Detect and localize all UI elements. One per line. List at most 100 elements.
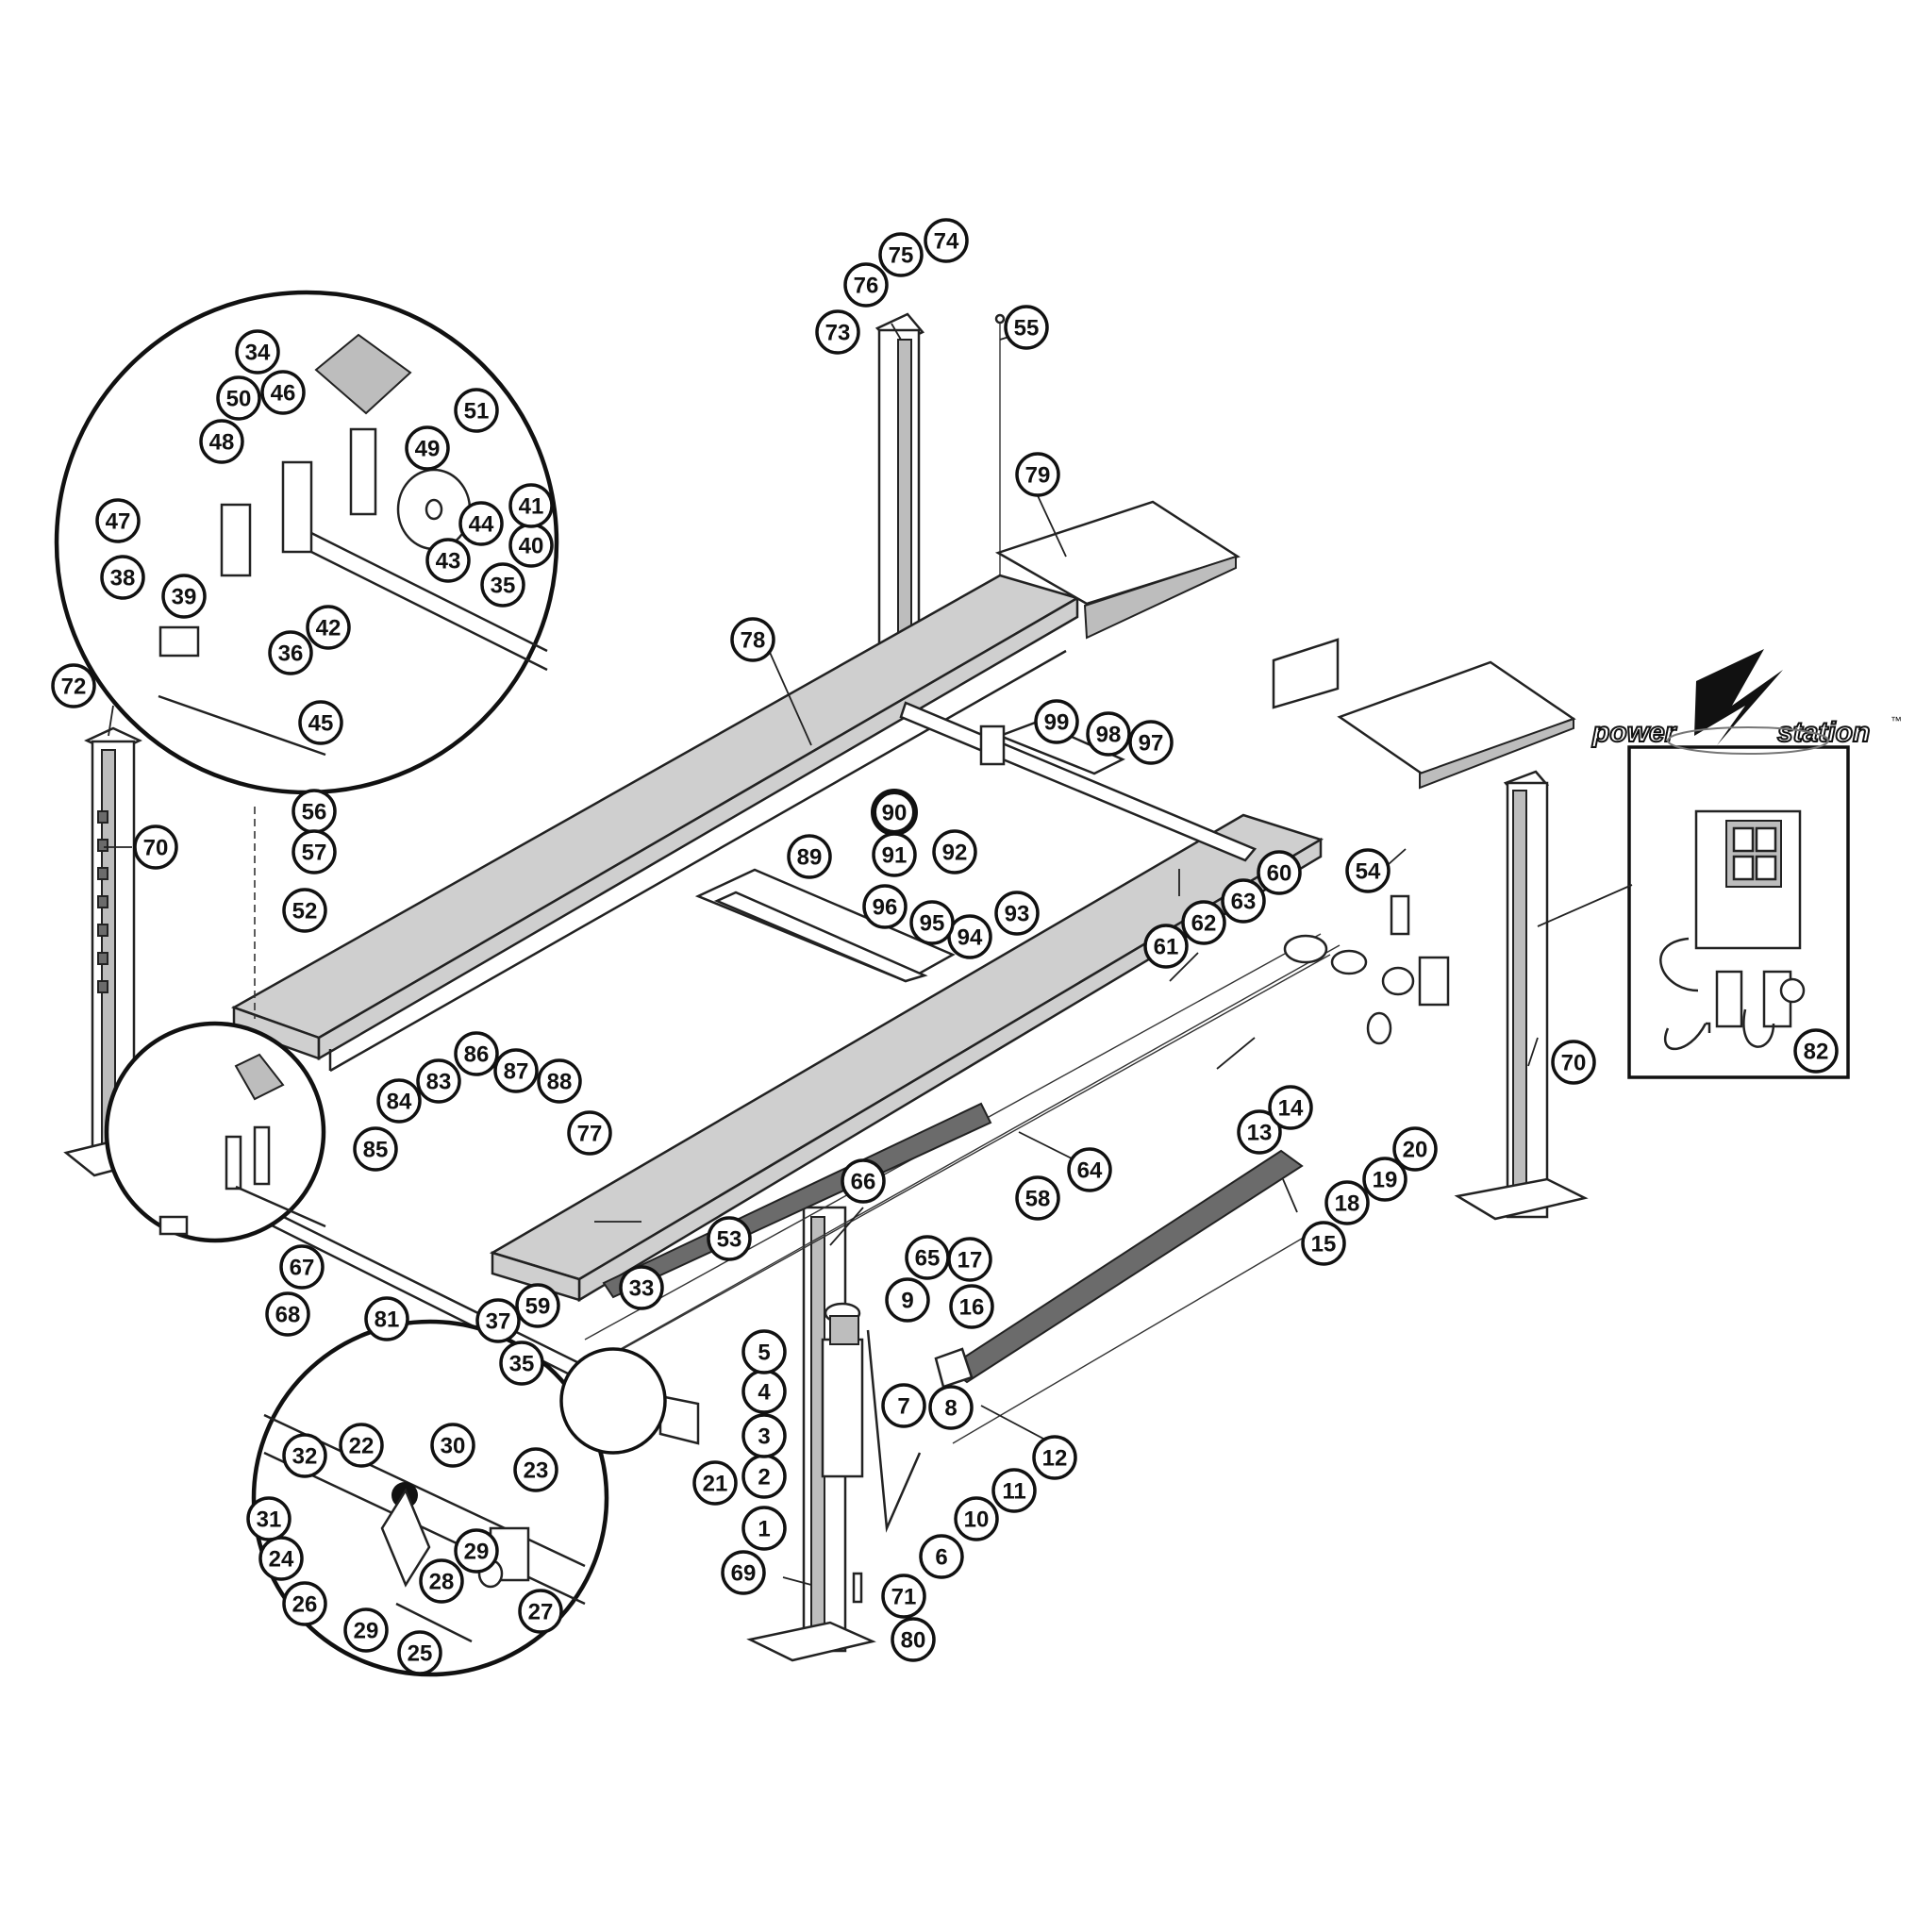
callout-2: 2: [741, 1454, 787, 1499]
detail-circle-bottom: [251, 1319, 667, 1677]
callout-4: 4: [741, 1369, 787, 1414]
rear-right-post: [874, 312, 1006, 653]
callout-39: 39: [161, 574, 207, 619]
callout-label-44: 44: [469, 512, 494, 538]
callout-49: 49: [405, 425, 450, 471]
callout-78: 78: [730, 617, 775, 662]
callout-label-14: 14: [1278, 1096, 1304, 1122]
callout-label-38: 38: [110, 566, 136, 591]
lift-structure: [63, 312, 1589, 1662]
callout-96: 96: [862, 884, 908, 929]
callout-label-55: 55: [1014, 316, 1040, 341]
callout-93: 93: [994, 891, 1040, 936]
callout-label-47: 47: [106, 509, 131, 535]
callout-label-28: 28: [429, 1570, 455, 1595]
callout-22: 22: [339, 1423, 384, 1468]
callout-label-48: 48: [209, 430, 235, 456]
callout-label-78: 78: [741, 628, 766, 654]
callout-28: 28: [419, 1558, 464, 1604]
callout-3: 3: [741, 1413, 787, 1458]
callout-label-91: 91: [882, 843, 908, 869]
callout-43: 43: [425, 538, 471, 583]
callout-89: 89: [787, 834, 832, 879]
callout-label-46: 46: [271, 381, 296, 407]
callout-label-63: 63: [1231, 890, 1257, 915]
callout-29: 29: [343, 1607, 389, 1653]
right-runway: [489, 813, 1324, 1303]
callout-18: 18: [1324, 1180, 1370, 1225]
callout-59: 59: [515, 1283, 560, 1328]
callout-label-33: 33: [629, 1276, 655, 1302]
callout-48: 48: [199, 419, 244, 464]
callout-label-54: 54: [1356, 859, 1381, 885]
callout-label-45: 45: [308, 711, 334, 737]
callout-label-66: 66: [851, 1170, 876, 1195]
callout-label-82: 82: [1804, 1040, 1829, 1065]
callout-label-53: 53: [717, 1227, 742, 1253]
callout-label-93: 93: [1005, 902, 1030, 927]
callout-6: 6: [919, 1534, 964, 1579]
callout-label-7: 7: [897, 1394, 909, 1420]
brand-logo-power: power: [1591, 717, 1678, 748]
callout-60: 60: [1257, 850, 1302, 895]
callout-19: 19: [1362, 1157, 1407, 1202]
callout-label-30: 30: [441, 1434, 466, 1459]
callout-label-95: 95: [920, 911, 945, 937]
callout-91: 91: [872, 832, 917, 877]
callout-label-87: 87: [504, 1059, 529, 1085]
callout-label-52: 52: [292, 899, 318, 924]
callout-label-32: 32: [292, 1444, 318, 1470]
callout-label-81: 81: [375, 1307, 400, 1333]
callout-label-90: 90: [882, 801, 908, 826]
callout-label-18: 18: [1335, 1191, 1360, 1217]
callout-label-15: 15: [1311, 1232, 1337, 1257]
callout-86: 86: [454, 1031, 499, 1076]
callout-label-76: 76: [854, 274, 879, 299]
callout-label-58: 58: [1025, 1187, 1051, 1212]
callout-label-12: 12: [1042, 1446, 1068, 1472]
callout-27: 27: [518, 1589, 563, 1634]
front-right-post: [1454, 770, 1589, 1221]
callout-36: 36: [268, 630, 313, 675]
callout-label-92: 92: [942, 841, 968, 866]
callout-label-5: 5: [758, 1341, 770, 1366]
callout-69: 69: [721, 1550, 766, 1595]
callout-46: 46: [260, 370, 306, 415]
callout-label-60: 60: [1267, 861, 1292, 887]
callout-label-70: 70: [1561, 1051, 1587, 1076]
callout-16: 16: [949, 1284, 994, 1329]
callout-label-34: 34: [245, 341, 271, 366]
callout-50: 50: [216, 375, 261, 421]
callout-label-56: 56: [302, 800, 327, 825]
callout-70-b: 70: [1551, 1040, 1596, 1085]
callout-29-b: 29: [454, 1528, 499, 1574]
callout-70: 70: [133, 824, 178, 870]
callout-label-39: 39: [172, 585, 197, 610]
callout-68: 68: [265, 1291, 310, 1337]
callout-label-43: 43: [436, 549, 461, 575]
callout-75: 75: [878, 232, 924, 277]
callout-17: 17: [947, 1237, 992, 1282]
callout-label-86: 86: [464, 1042, 490, 1068]
callout-label-77: 77: [577, 1122, 603, 1147]
callout-label-22: 22: [349, 1434, 375, 1459]
callout-label-96: 96: [873, 895, 898, 921]
callout-label-9: 9: [901, 1289, 913, 1314]
callout-14: 14: [1268, 1085, 1313, 1130]
callout-label-99: 99: [1044, 710, 1070, 736]
callout-71: 71: [881, 1574, 926, 1619]
callout-94: 94: [947, 914, 992, 959]
callout-label-73: 73: [825, 321, 851, 346]
callout-label-20: 20: [1403, 1138, 1428, 1163]
callout-98: 98: [1086, 711, 1131, 757]
callout-label-25: 25: [408, 1641, 433, 1667]
sheave-cluster: [1283, 894, 1450, 1045]
callout-label-74: 74: [934, 229, 959, 255]
callout-72: 72: [51, 663, 96, 708]
callout-54: 54: [1345, 848, 1391, 893]
callout-label-1: 1: [758, 1517, 770, 1542]
callout-label-40: 40: [519, 534, 544, 559]
callout-label-4: 4: [758, 1380, 771, 1406]
power-station-box: power station ™: [1537, 649, 1902, 1079]
rear-cross-member: [694, 701, 1257, 983]
